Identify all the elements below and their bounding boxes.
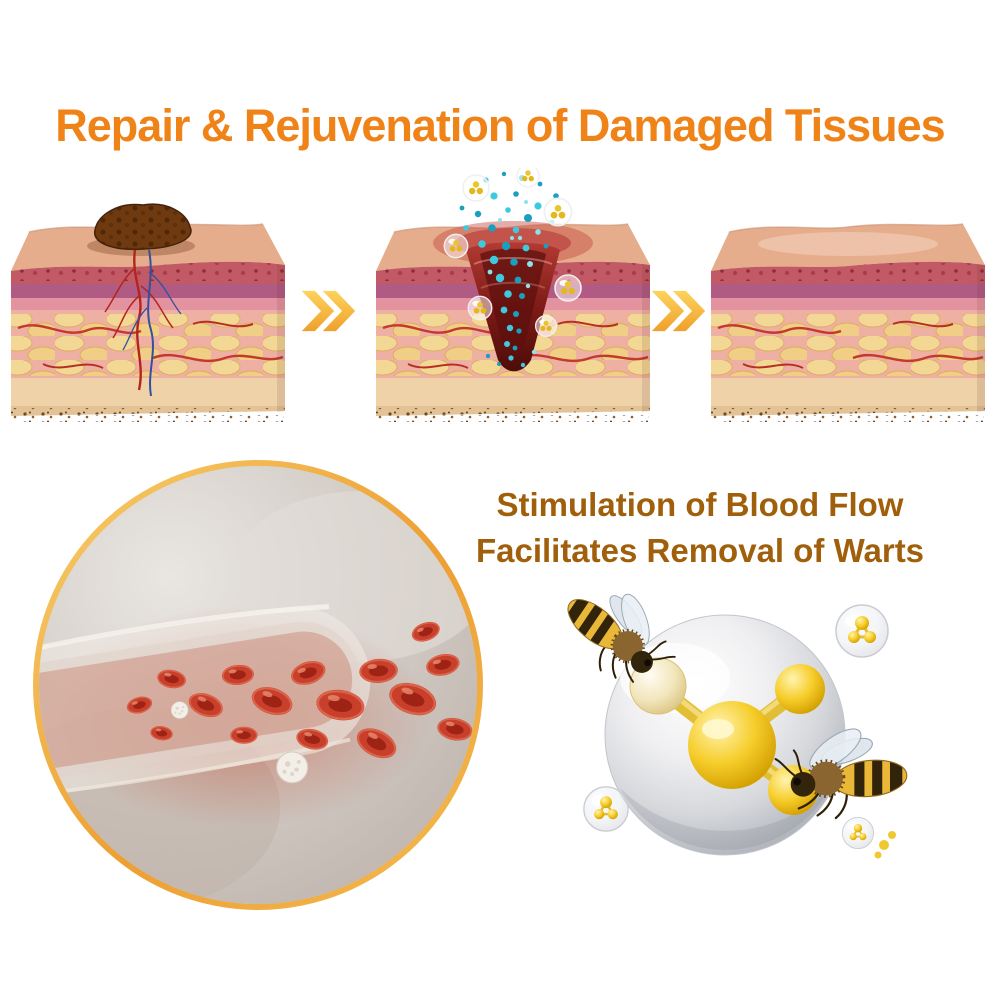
propolis-bubble — [841, 816, 875, 850]
double-chevron-right-icon — [651, 290, 706, 332]
blood-vessel-image — [39, 466, 477, 904]
caption-line-1: Stimulation of Blood Flow — [496, 486, 904, 523]
bees-with-molecule-sphere-icon — [540, 583, 920, 859]
propolis-bubble — [582, 785, 630, 833]
wart-illustration — [87, 203, 195, 397]
blood-flow-illustration — [33, 460, 483, 910]
propolis-bubble — [834, 603, 890, 659]
pollen-dots — [874, 831, 896, 859]
double-chevron-right-icon — [301, 290, 356, 332]
blood-vessels — [104, 249, 182, 397]
caption-line-2: Facilitates Removal of Warts — [475, 531, 925, 569]
caption: Stimulation of Blood Flow Facilitates Re… — [470, 482, 930, 573]
white-cell — [170, 701, 189, 719]
blood-vessel-with-red-blood-cells-icon — [39, 466, 477, 904]
skin-stage-healing-illustration — [368, 168, 658, 448]
headline: Repair & Rejuvenation of Damaged Tissues — [55, 100, 945, 151]
smooth-skin-highlight — [758, 232, 938, 256]
skin-stage-healed-illustration — [703, 168, 993, 448]
skin-stage-damaged-illustration — [3, 203, 293, 448]
white-cell — [276, 751, 309, 784]
vessel-tube — [39, 604, 371, 799]
bee-molecule-illustration — [540, 583, 920, 883]
